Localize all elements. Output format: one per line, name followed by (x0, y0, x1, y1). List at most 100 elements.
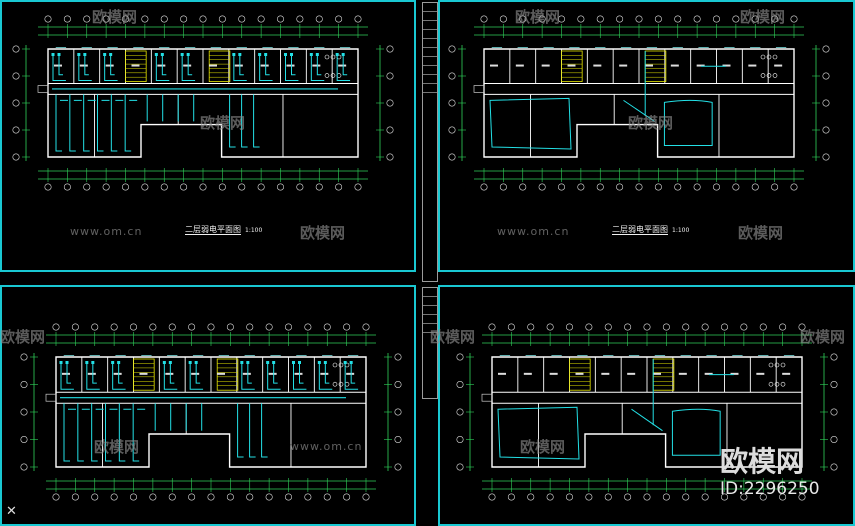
crosshair-cursor-icon: ✕ (6, 504, 17, 519)
axis-bubble (199, 183, 207, 191)
outlet (266, 361, 270, 364)
axis-bubble (284, 493, 292, 501)
wiring-run (229, 94, 236, 148)
outlet (51, 53, 55, 56)
room-label (523, 372, 532, 375)
outlet (59, 361, 63, 364)
axis-bubble (596, 183, 604, 191)
room-label (653, 372, 661, 375)
wiring-run (189, 362, 204, 390)
axis-bubble (701, 493, 709, 501)
watermark-brand: 欧模网 (200, 114, 246, 132)
axis-bubble (199, 15, 207, 23)
outlet (103, 53, 107, 56)
axis-bubble (304, 493, 312, 501)
axis-bubble (624, 493, 632, 501)
axis-bubble (585, 493, 593, 501)
room-label (774, 64, 783, 67)
room-label (730, 372, 739, 375)
axis-bubble (394, 436, 402, 444)
axis-bubble (315, 15, 323, 23)
wiring-run (259, 54, 273, 82)
axis-bubble (335, 15, 343, 23)
axis-bubble (168, 493, 176, 501)
axis-bubble (44, 183, 52, 191)
axis-bubble (257, 183, 265, 191)
axis-bubble (488, 323, 496, 331)
watermark-brand: 欧模网 (92, 8, 138, 26)
axis-bubble (822, 72, 830, 80)
room-label (748, 64, 757, 67)
axis-bubble (740, 493, 748, 501)
axis-bubble (386, 72, 394, 80)
room-label (286, 64, 295, 67)
watermark-brand: 欧模网 (628, 114, 674, 132)
axis-bubble (394, 408, 402, 416)
axis-bubble (52, 323, 60, 331)
axis-bubble (822, 153, 830, 161)
wiring-run (91, 403, 104, 462)
outlet (85, 361, 89, 364)
axis-bubble (720, 323, 728, 331)
outlet (180, 53, 184, 56)
watermark-brand: 欧模网 (740, 8, 786, 26)
axis-bubble (71, 323, 79, 331)
axis-bubble (238, 183, 246, 191)
watermark-brand: 欧模网 (0, 328, 46, 346)
outlet (83, 53, 87, 56)
axis-bubble (740, 323, 748, 331)
wiring-run (241, 362, 255, 390)
axis-bubble (577, 15, 585, 23)
axis-bubble (354, 15, 362, 23)
room-outline-cyan (671, 408, 721, 456)
wiring-run (249, 403, 256, 458)
room-label (87, 372, 96, 375)
axis-bubble (394, 463, 402, 471)
axis-bubble (830, 353, 838, 361)
axis-bubble (276, 15, 284, 23)
axis-bubble (71, 493, 79, 501)
axis-bubble (682, 323, 690, 331)
axis-bubble (238, 15, 246, 23)
axis-bubble (798, 323, 806, 331)
fixture (330, 54, 336, 60)
room-label (756, 372, 765, 375)
axis-bubble (343, 323, 351, 331)
axis-bubble (830, 463, 838, 471)
fixture (774, 381, 780, 387)
fixture (760, 73, 766, 78)
axis-bubble (52, 493, 60, 501)
axis-bubble (624, 323, 632, 331)
axis-bubble (456, 463, 464, 471)
wiring-run (336, 54, 351, 82)
axis-bubble (315, 183, 323, 191)
wiring-run (97, 94, 110, 152)
fixture (760, 54, 766, 60)
watermark-id: ID:2296250 (720, 479, 820, 499)
axis-bubble (790, 15, 798, 23)
wiring-run (623, 99, 655, 122)
watermark-url: www.om.cn (497, 225, 570, 238)
axis-bubble (822, 126, 830, 134)
fixture (338, 381, 344, 387)
axis-bubble (12, 126, 20, 134)
axis-bubble (635, 15, 643, 23)
room-outline-cyan (489, 97, 572, 150)
axis-bubble (759, 493, 767, 501)
wiring-run (163, 362, 178, 390)
axis-bubble (779, 323, 787, 331)
axis-bubble (456, 381, 464, 389)
axis-bubble (448, 45, 456, 53)
outlet (111, 361, 115, 364)
fixture (338, 362, 344, 368)
outlet (246, 361, 250, 364)
watermark-brand: 欧模网 (300, 224, 346, 242)
axis-bubble (386, 126, 394, 134)
wiring-run (104, 54, 118, 82)
axis-bubble (830, 381, 838, 389)
room-label (131, 64, 140, 67)
watermark-url: www.om.cn (290, 440, 363, 453)
outlet (343, 361, 347, 364)
room-label (54, 64, 62, 67)
watermark-brand: 欧模网 (430, 328, 476, 346)
